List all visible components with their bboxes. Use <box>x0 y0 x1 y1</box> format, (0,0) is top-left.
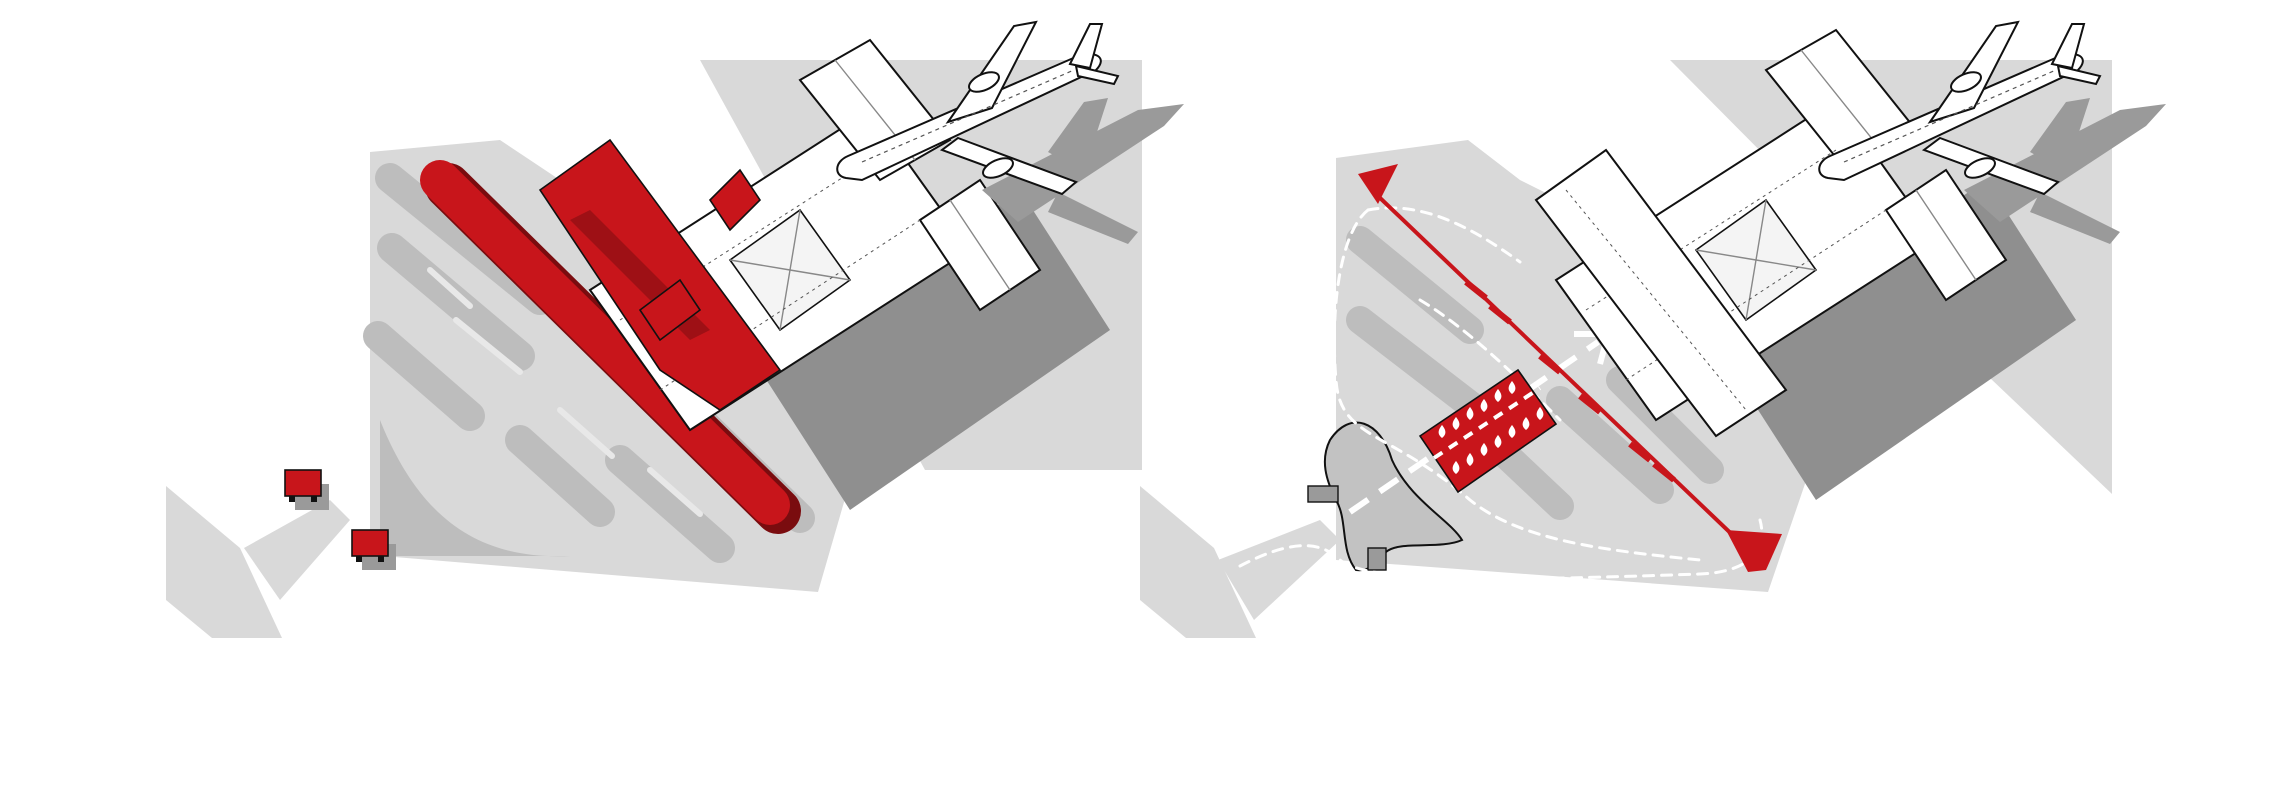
panel-proposed <box>1140 22 2166 638</box>
panel-existing <box>166 22 1184 638</box>
guard-booth-icon <box>285 470 329 510</box>
